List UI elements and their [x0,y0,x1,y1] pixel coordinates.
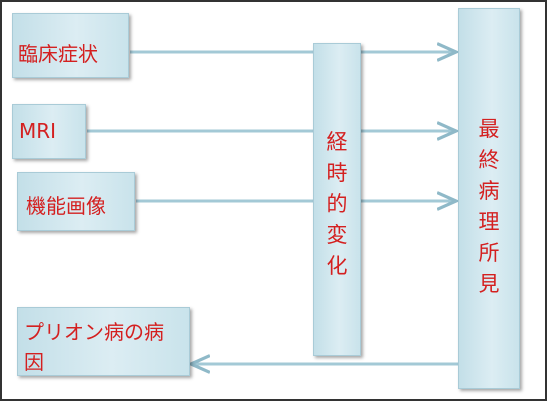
node-prion-cause-line2: 因 [24,350,44,374]
node-functional-imaging-label: 機能画像 [26,194,106,218]
node-final-pathology: 最 終 病 理 所 見 [458,8,520,389]
node-clinical-symptoms-label: 臨床症状 [18,42,98,66]
node-mri-label: MRI [19,119,57,143]
node-temporal-change-label: 経 時 的 変 化 [326,130,348,278]
node-prion-cause: プリオン病の病 因 [17,307,190,376]
node-temporal-change: 経 時 的 変 化 [313,43,361,356]
node-clinical-symptoms: 臨床症状 [12,13,129,78]
node-functional-imaging: 機能画像 [17,172,135,231]
node-final-pathology-label: 最 終 病 理 所 見 [478,117,500,296]
node-prion-cause-line1: プリオン病の病 [24,320,164,344]
node-mri: MRI [12,104,86,159]
